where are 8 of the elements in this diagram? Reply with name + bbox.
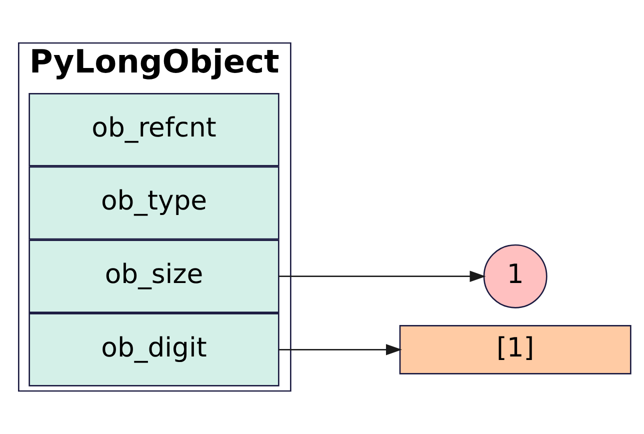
node-box: ob_refcnt [28, 93, 280, 166]
node-box: ob_size [28, 240, 280, 313]
arrow [278, 344, 402, 356]
node-circle: 1 [483, 244, 548, 308]
node-box: ob_type [28, 166, 280, 240]
node-box: [1] [399, 325, 632, 374]
arrow [278, 270, 486, 282]
node-box: ob_digit [28, 313, 280, 386]
